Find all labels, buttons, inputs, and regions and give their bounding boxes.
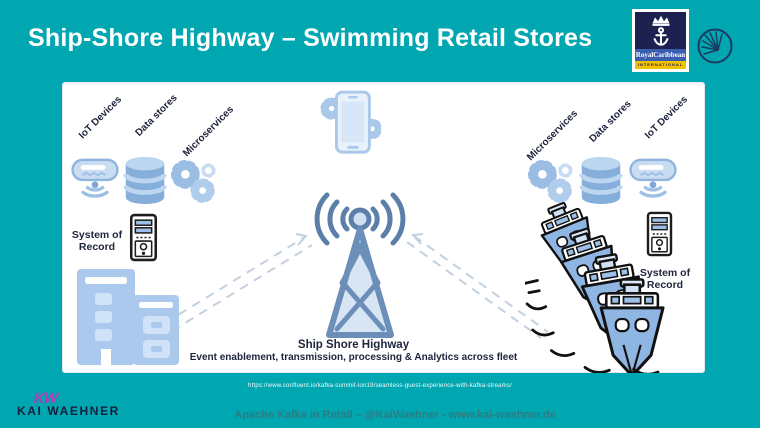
iot-device-icon <box>629 157 677 201</box>
system-of-record-right-label: System of Record <box>639 267 691 292</box>
source-link[interactable]: https://www.confluent.io/kafka-summit-lo… <box>248 383 512 389</box>
office-building-icon <box>77 269 179 365</box>
gears-icon <box>169 159 219 205</box>
royal-caribbean-logo: RoyalCaribbean INTERNATIONAL <box>632 9 689 72</box>
radio-tower-icon <box>314 192 406 338</box>
label-right-data-stores: Data stores <box>587 98 634 145</box>
label-left-microservices: Microservices <box>180 103 236 159</box>
kai-waehner-wordmark: KAI WAEHNER <box>17 404 120 418</box>
database-icon <box>579 155 623 205</box>
royal-caribbean-wordmark: RoyalCaribbean <box>635 49 686 61</box>
cruise-ships-icon <box>525 201 665 373</box>
diagram-subtitle: Event enablement, transmission, processi… <box>189 352 518 363</box>
page-title: Ship-Shore Highway – Swimming Retail Sto… <box>28 24 593 52</box>
crown-anchor-icon <box>635 12 686 49</box>
label-right-iot-devices: IoT Devices <box>642 93 690 141</box>
iot-device-icon <box>71 157 119 201</box>
diagram-panel: IoT Devices Data stores Microservices Sy… <box>62 82 705 373</box>
diagram-title: Ship Shore Highway <box>297 339 410 351</box>
royal-caribbean-tagline: INTERNATIONAL <box>635 61 686 69</box>
starburst-circle-icon <box>695 26 735 66</box>
computer-tower-icon <box>129 213 158 262</box>
label-left-iot-devices: IoT Devices <box>76 93 124 141</box>
smartphone-gears-icon <box>320 90 381 154</box>
database-icon <box>123 155 167 205</box>
gears-icon <box>526 159 576 205</box>
footer-credit: Apache Kafka in Retail – @KaiWaehner - w… <box>234 409 556 421</box>
system-of-record-left-label: System of Record <box>71 229 123 254</box>
center-caption: Ship Shore Highway Event enablement, tra… <box>181 339 526 363</box>
